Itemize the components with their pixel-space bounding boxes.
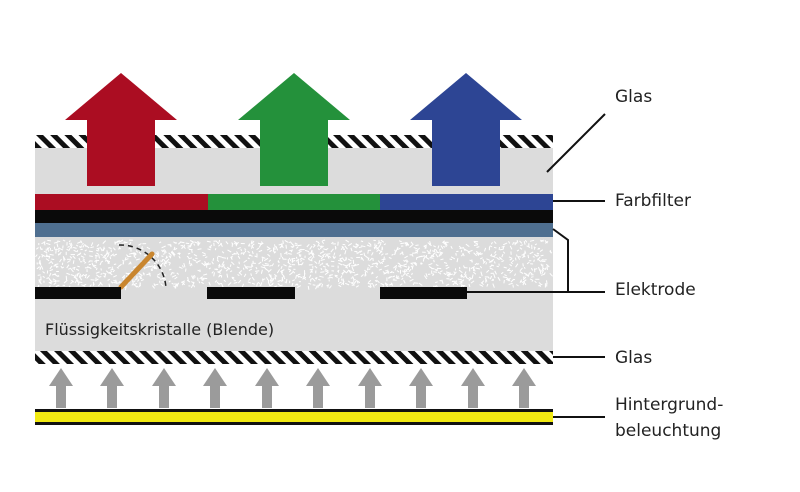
filter-blue xyxy=(380,194,553,210)
green-up-arrow-icon xyxy=(238,73,350,186)
black-layer xyxy=(35,210,553,223)
light-up-arrow-icon xyxy=(255,368,279,408)
top-electrode xyxy=(35,223,553,237)
bottom-glass-hatch xyxy=(35,351,553,364)
light-up-arrow-icon xyxy=(306,368,330,408)
blue-up-arrow-icon xyxy=(410,73,522,186)
light-up-arrow-icon xyxy=(203,368,227,408)
light-up-arrow-icon xyxy=(49,368,73,408)
light-up-arrow-icon xyxy=(152,368,176,408)
backlight-fill xyxy=(35,412,553,422)
light-up-arrow-icon xyxy=(100,368,124,408)
bottom-electrode-2 xyxy=(207,287,295,299)
bottom-electrode-3 xyxy=(380,287,467,299)
light-up-arrow-icon xyxy=(358,368,382,408)
light-up-arrow-icon xyxy=(461,368,485,408)
leader-elektrode xyxy=(552,228,605,293)
label-hintergrund-line2: beleuchtung xyxy=(615,421,722,441)
light-up-arrow-icon xyxy=(409,368,433,408)
label-glas-bottom: Glas xyxy=(615,348,653,368)
backlight-arrows xyxy=(49,368,536,408)
liquid-crystal-label: Flüssigkeitskristalle (Blende) xyxy=(45,320,275,339)
leader-glas-top xyxy=(546,113,606,173)
label-farbfilter: Farbfilter xyxy=(615,191,691,211)
filter-green xyxy=(208,194,380,210)
label-elektrode: Elektrode xyxy=(615,280,696,300)
label-glas-top: Glas xyxy=(615,87,653,107)
label-hintergrund-line1: Hintergrund- xyxy=(615,395,724,415)
crystal-rod xyxy=(118,251,155,290)
red-up-arrow-icon xyxy=(65,73,177,186)
filter-red xyxy=(35,194,208,210)
light-up-arrow-icon xyxy=(512,368,536,408)
bottom-electrode-1 xyxy=(35,287,121,299)
